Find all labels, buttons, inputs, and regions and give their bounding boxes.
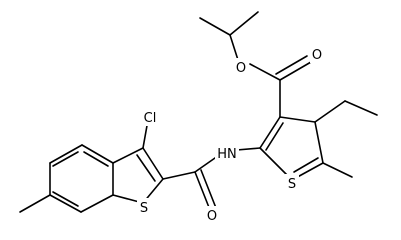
- amide-oxygen-label: O: [207, 209, 217, 224]
- bond: [265, 122, 284, 151]
- bond: [279, 61, 312, 81]
- thiophene-sulfur-label: S: [288, 177, 296, 192]
- chlorine-atom: Cl: [140, 108, 160, 126]
- bond: [83, 151, 109, 167]
- bond: [200, 169, 217, 209]
- bond: [229, 11, 259, 36]
- bond: [142, 147, 164, 180]
- ester-carbonyl-oxygen-label: O: [312, 48, 322, 63]
- bond: [136, 154, 156, 182]
- bond: [112, 147, 144, 164]
- chlorine-label: Cl: [144, 111, 157, 126]
- molecule-diagram: Cl O HN S S O O: [19, 11, 378, 224]
- bond: [52, 151, 79, 167]
- bond: [322, 162, 353, 178]
- atom-labels: Cl O HN S S O O: [137, 45, 324, 224]
- ester-ether-oxygen-label: O: [236, 61, 246, 76]
- amide-nitrogen-atom: HN: [215, 144, 239, 162]
- bond: [162, 171, 196, 180]
- benzothiophene-sulfur-atom: S: [137, 198, 151, 216]
- benzothiophene-sulfur-label: S: [140, 201, 148, 216]
- bond: [275, 55, 308, 75]
- thiophene-sulfur-atom: S: [285, 174, 299, 192]
- bond: [194, 171, 211, 211]
- bond: [49, 144, 83, 164]
- bond: [19, 194, 51, 213]
- bond: [80, 194, 114, 213]
- bond: [259, 116, 281, 149]
- ester-ether-oxygen-atom: O: [234, 58, 248, 76]
- amide-nitrogen-label: HN: [217, 147, 237, 162]
- bond: [314, 121, 324, 164]
- bond: [199, 17, 231, 36]
- bond: [344, 100, 378, 116]
- amide-oxygen-atom: O: [205, 206, 219, 224]
- bond: [249, 63, 281, 81]
- bond: [314, 100, 346, 123]
- bond: [52, 191, 79, 207]
- bond: [279, 116, 316, 123]
- bond: [49, 194, 82, 213]
- bond: [293, 157, 319, 173]
- molecule-structure-canvas: Cl O HN S S O O: [19, 11, 378, 224]
- bond: [229, 34, 239, 61]
- bond: [81, 144, 114, 164]
- bonds: [19, 11, 378, 213]
- ester-carbonyl-oxygen-atom: O: [310, 45, 324, 63]
